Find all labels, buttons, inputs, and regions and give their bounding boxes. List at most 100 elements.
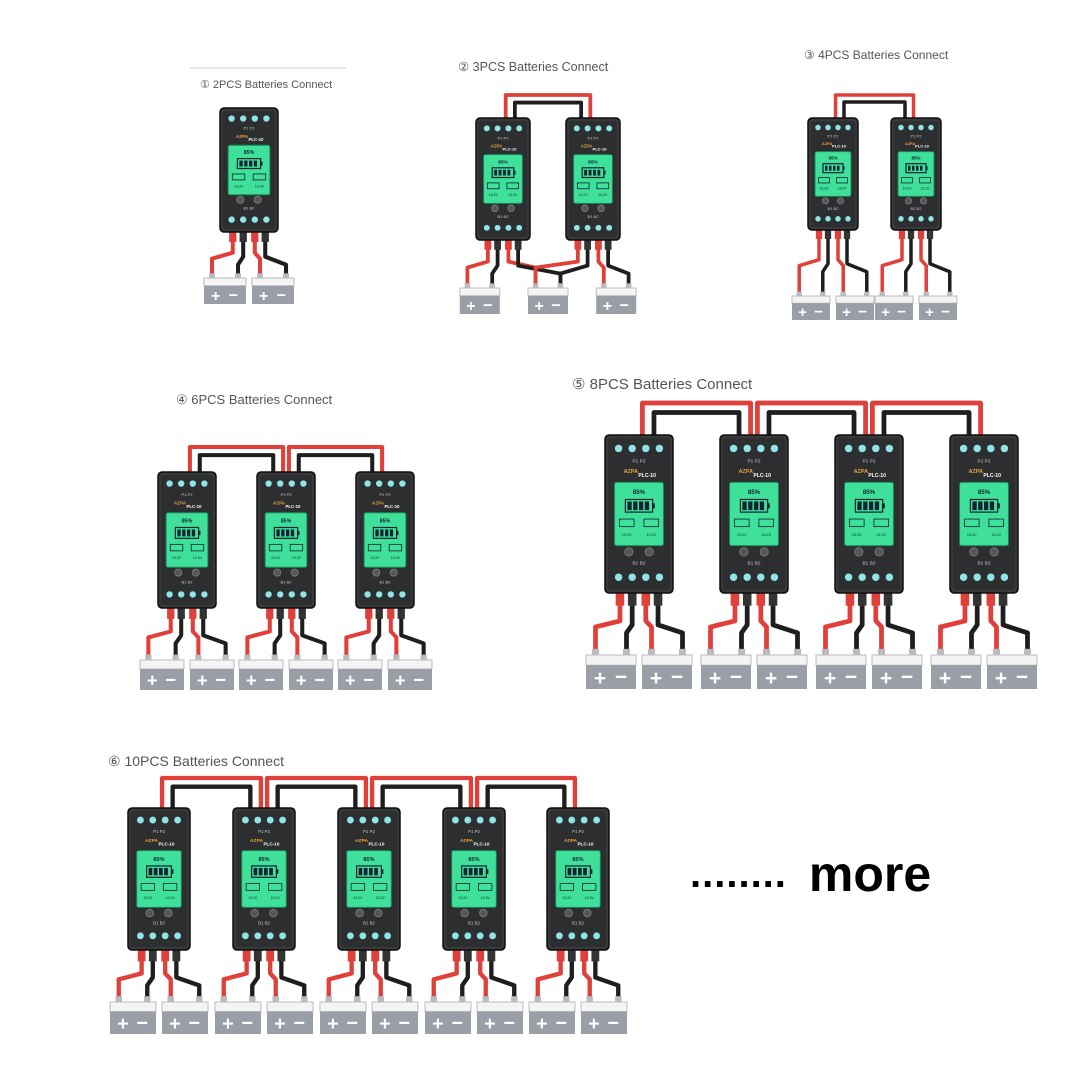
terminal-button xyxy=(288,480,295,487)
battery-wire-red xyxy=(116,947,144,1001)
terminal-button xyxy=(300,480,307,487)
bottom-terminal-labels: B1 B2 xyxy=(498,214,510,219)
terminal-button xyxy=(743,573,751,581)
controller-bezel xyxy=(221,109,277,231)
knob-left xyxy=(236,195,245,204)
battery-minus: − xyxy=(398,1013,410,1035)
screen-battery-tip xyxy=(603,170,606,175)
battery-body xyxy=(642,665,692,689)
battery-wire-red xyxy=(209,229,235,277)
voltage-left: 13.2V xyxy=(353,896,363,900)
terminal-button xyxy=(359,932,367,940)
battery-post xyxy=(377,996,384,1003)
terminal-button xyxy=(228,216,235,223)
screen-battery-bar xyxy=(912,165,915,171)
terminal-button xyxy=(279,932,287,940)
brand-label: AZPA xyxy=(355,838,369,844)
terminal-button xyxy=(908,124,914,131)
screen-battery-bar xyxy=(369,867,373,876)
top-terminal-labels: P1 P2 xyxy=(748,459,761,465)
screen-cell-left xyxy=(455,883,470,891)
screen-battery-bar xyxy=(191,529,196,537)
battery-wire-black xyxy=(490,238,500,286)
terminal-button xyxy=(266,932,274,940)
bottom-terminal-labels: B1 B2 xyxy=(258,920,270,925)
brand-label: AZPA xyxy=(581,143,592,148)
screen-battery-bar xyxy=(474,867,478,876)
battery-top xyxy=(288,659,334,670)
connector-plug xyxy=(261,232,269,242)
battery-wire-black xyxy=(173,605,184,659)
voltage-right: 13.2V xyxy=(255,184,265,188)
battery-post xyxy=(464,283,471,289)
screen-battery-tip xyxy=(276,869,279,874)
terminal-button xyxy=(825,216,831,222)
battery-post xyxy=(257,273,263,279)
battery-body xyxy=(162,1011,208,1034)
bottom-terminal-labels: B1 B2 xyxy=(379,580,391,585)
battery-plus: + xyxy=(995,667,1007,690)
terminal-button xyxy=(494,224,501,231)
battery-percent: 85% xyxy=(258,857,269,863)
controller-bezel xyxy=(836,436,902,592)
battery-body xyxy=(140,669,184,690)
battery: +− xyxy=(815,648,867,690)
model-label: PLC-10 xyxy=(368,842,384,847)
battery-top xyxy=(918,295,958,304)
screen-battery-bar xyxy=(583,867,587,876)
battery: +− xyxy=(476,996,524,1035)
battery-wire-black xyxy=(655,590,685,654)
terminal-button xyxy=(277,591,284,598)
battery-plus: + xyxy=(709,667,721,690)
battery-plus: + xyxy=(880,667,892,690)
lcd-screen xyxy=(346,850,392,908)
battery-wire-black xyxy=(739,590,750,654)
screen-battery-bar xyxy=(380,529,384,537)
terminal-button xyxy=(568,932,576,940)
battery: +− xyxy=(595,283,637,315)
terminal-button xyxy=(516,125,523,132)
battery-wire-red xyxy=(146,605,173,659)
terminal-button xyxy=(885,573,894,581)
battery-top xyxy=(251,277,295,287)
screen-cell-left xyxy=(734,518,750,528)
battery-post xyxy=(145,654,152,661)
screen-battery-bar xyxy=(908,165,911,171)
terminal-button xyxy=(346,816,354,824)
screen-battery-bar xyxy=(269,867,273,876)
screen-battery-bar xyxy=(742,501,747,511)
battery-wire-red xyxy=(268,947,278,1001)
battery-plus: + xyxy=(222,1013,234,1035)
battery-wire-black xyxy=(854,590,865,654)
terminal-button xyxy=(451,932,459,940)
model-label: PLC-10 xyxy=(832,144,847,149)
bridge-wire-red xyxy=(286,444,385,475)
battery-post xyxy=(794,648,801,656)
model-label: PLC-10 xyxy=(753,473,771,479)
terminal-button xyxy=(346,932,354,940)
battery-post xyxy=(679,648,686,656)
bridge-wire-red xyxy=(870,400,983,438)
battery-plus: + xyxy=(798,305,807,321)
battery-top xyxy=(459,287,501,297)
bridge-wire-black xyxy=(842,100,907,120)
battery-post xyxy=(235,273,241,279)
screen-battery-tip xyxy=(396,530,399,536)
terminal-button xyxy=(642,444,650,453)
bridge-wire-black xyxy=(881,410,972,438)
screen-battery-bar xyxy=(644,501,650,511)
screen-battery-bar xyxy=(503,169,506,176)
connector-plug xyxy=(591,950,600,962)
battery-top xyxy=(641,654,693,666)
battery-top xyxy=(585,654,637,666)
connector-plug xyxy=(397,608,405,619)
battery-plus: + xyxy=(327,1013,339,1035)
bottom-terminal-labels: B1 B2 xyxy=(572,920,584,925)
voltage-right: 13.2V xyxy=(991,533,1001,537)
battery-wire-red xyxy=(373,947,383,1001)
top-terminal-labels: P1 P2 xyxy=(468,829,480,834)
top-terminal-labels: P1 P2 xyxy=(243,126,255,131)
terminal-button xyxy=(263,216,270,223)
knob-left xyxy=(372,568,381,577)
battery-top xyxy=(874,295,914,304)
